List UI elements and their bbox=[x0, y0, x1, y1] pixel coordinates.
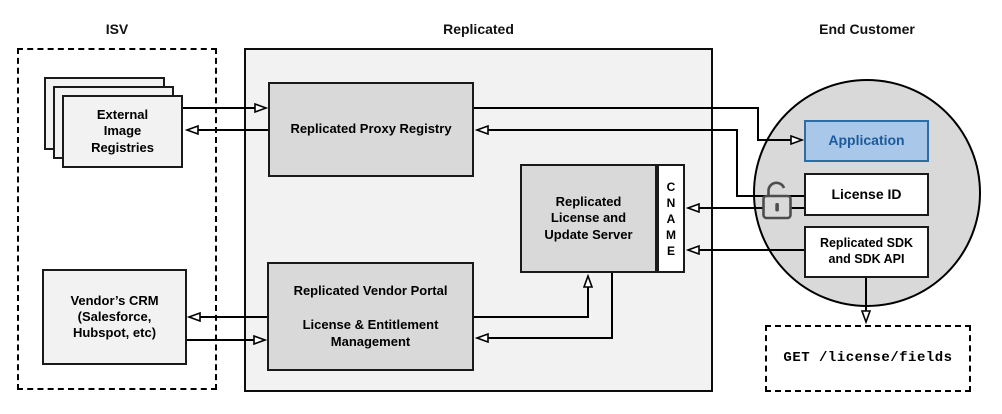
crm-line3: Hubspot, etc) bbox=[72, 325, 157, 341]
get-request-label: GET /license/fields bbox=[783, 349, 953, 366]
registries-line1: External bbox=[96, 107, 149, 123]
vendor-portal-title: Replicated Vendor Portal bbox=[293, 283, 448, 299]
replicated-section-label: Replicated bbox=[443, 21, 514, 37]
proxy-registry-box: Replicated Proxy Registry bbox=[268, 82, 474, 177]
license-id-box: License ID bbox=[804, 173, 929, 216]
crm-line2: (Salesforce, bbox=[77, 308, 152, 324]
license-server-line3: Update Server bbox=[544, 226, 633, 242]
cname-letter-e: E bbox=[666, 243, 675, 258]
cname-letter-m: M bbox=[666, 227, 676, 242]
cname-letter-c: C bbox=[666, 179, 676, 194]
application-box: Application bbox=[804, 120, 929, 162]
isv-boundary bbox=[17, 48, 217, 390]
replicated-sdk-box: Replicated SDK and SDK API bbox=[804, 226, 929, 278]
external-image-registries-box: External Image Registries bbox=[62, 95, 183, 168]
sdk-line2: and SDK API bbox=[828, 252, 905, 266]
sdk-line1: Replicated SDK bbox=[819, 236, 914, 251]
vendor-portal-box: Replicated Vendor Portal License & Entit… bbox=[267, 262, 474, 371]
end-customer-section-label: End Customer bbox=[819, 21, 915, 37]
application-label: Application bbox=[828, 132, 905, 149]
license-server-line1: Replicated bbox=[555, 194, 622, 210]
registries-line3: Registries bbox=[91, 139, 154, 155]
license-server-line2: License and bbox=[550, 210, 627, 226]
vendor-portal-line2: Management bbox=[330, 333, 411, 349]
crm-line1: Vendor’s CRM bbox=[70, 292, 159, 308]
isv-section-label: ISV bbox=[105, 21, 129, 37]
cname-box: C N A M E bbox=[657, 164, 685, 273]
vendor-portal-line1: License & Entitlement bbox=[302, 317, 439, 333]
vendor-crm-box: Vendor’s CRM (Salesforce, Hubspot, etc) bbox=[42, 269, 187, 365]
registries-line2: Image bbox=[103, 123, 142, 139]
cname-letter-n: N bbox=[666, 195, 676, 210]
cname-letter-a: A bbox=[666, 211, 676, 226]
proxy-registry-label: Replicated Proxy Registry bbox=[290, 121, 452, 137]
license-update-server-box: Replicated License and Update Server bbox=[520, 164, 657, 273]
get-license-fields-box: GET /license/fields bbox=[765, 325, 971, 392]
license-id-label: License ID bbox=[831, 185, 902, 202]
